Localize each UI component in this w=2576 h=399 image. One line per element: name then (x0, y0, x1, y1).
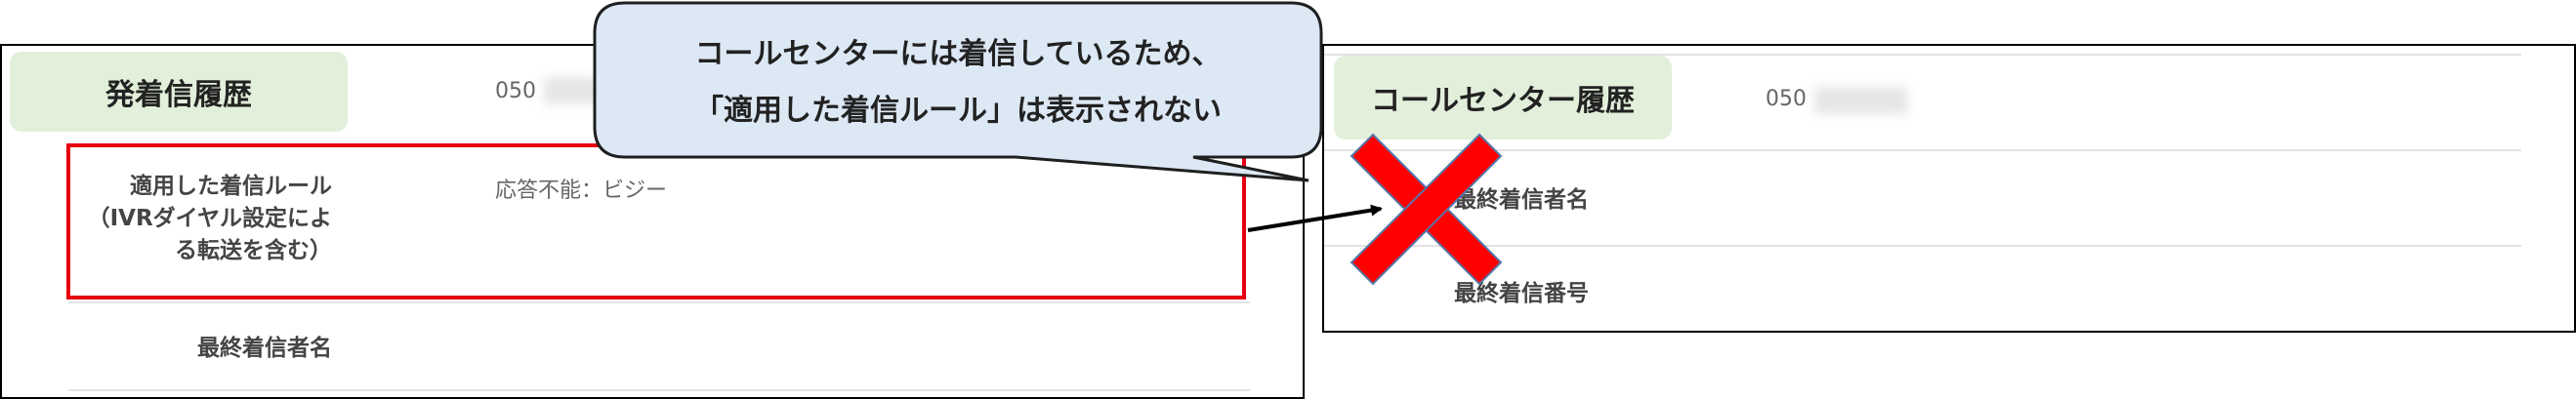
call-history-tag: 発着信履歴 (10, 52, 348, 132)
redacted-number (1814, 87, 1908, 114)
call-center-history-panel: コールセンター履歴 050 最終着信者名 最終着信番号 (1322, 44, 2576, 333)
last-caller-name-label: 最終着信者名 (197, 336, 332, 361)
divider (1324, 54, 2521, 56)
phone-number-prefix: 050 (495, 79, 536, 103)
phone-number-prefix: 050 (1766, 87, 1807, 111)
last-caller-number-label: 最終着信番号 (1454, 281, 1589, 306)
divider (68, 389, 1250, 391)
divider (1324, 149, 2521, 151)
divider (1324, 245, 2521, 247)
callout-text-line2: 「適用した着信ルール」は表示されない (694, 94, 1222, 128)
callout-text-line1: コールセンターには着信しているため、 (694, 37, 1222, 71)
call-center-history-tag: コールセンター履歴 (1334, 56, 1672, 140)
last-caller-name-label: 最終着信者名 (1454, 187, 1589, 213)
incoming-rule-label: 適用した着信ルール （IVRダイヤル設定によ る転送を含む） (87, 174, 332, 263)
incoming-rule-value: 応答不能：ビジー (495, 179, 668, 203)
divider (68, 301, 1250, 303)
